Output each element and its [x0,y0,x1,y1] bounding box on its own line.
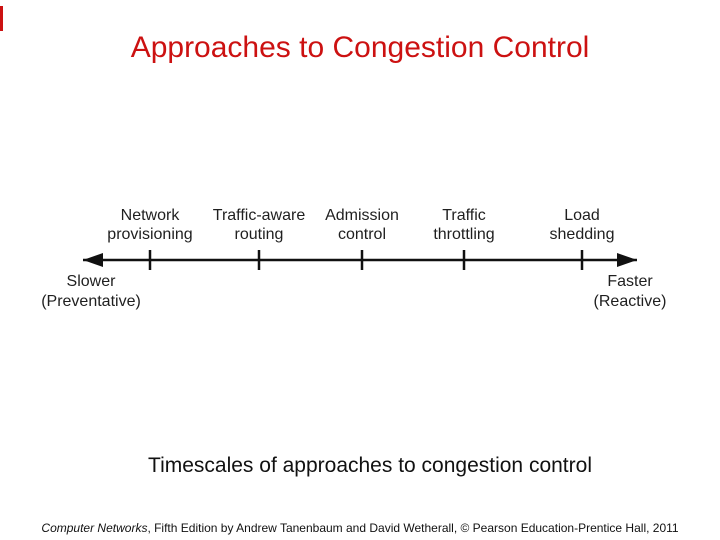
slide-accent-mark [0,6,3,31]
end-label-faster-reactive: Faster (Reactive) [545,272,715,312]
stage-label-admission-control: Admission control [297,206,427,244]
stage-label-network-provisioning: Network provisioning [85,206,215,244]
stage-label-line: routing [234,226,284,243]
stage-label-line: provisioning [107,226,193,243]
stage-label-line: Traffic-aware [212,207,306,224]
stage-label-line: Load [564,207,600,224]
book-title: Computer Networks [41,521,148,535]
right-arrowhead-icon [617,253,637,267]
end-label-line: Faster [607,273,653,290]
left-arrowhead-icon [83,253,103,267]
figure-caption: Timescales of approaches to congestion c… [148,454,592,477]
stage-label-line: throttling [433,226,495,243]
stage-label-traffic-aware-routing: Traffic-aware routing [194,206,324,244]
slide-title: Approaches to Congestion Control [130,31,590,64]
stage-label-line: Admission [325,207,399,224]
end-label-line: (Preventative) [41,293,141,310]
stage-label-line: Traffic [442,207,486,224]
end-label-line: (Reactive) [593,293,667,310]
stage-label-line: shedding [549,226,615,243]
stage-label-line: Network [120,207,180,224]
end-label-slower-preventative: Slower (Preventative) [6,272,176,312]
end-label-line: Slower [66,273,116,290]
attribution-footer: Computer Networks, Fifth Edition by Andr… [0,521,720,536]
timeline-arrow [83,250,637,270]
stage-label-line: control [337,226,387,243]
attribution-credits: , Fifth Edition by Andrew Tanenbaum and … [147,521,679,535]
stage-label-load-shedding: Load shedding [517,206,647,244]
stage-label-traffic-throttling: Traffic throttling [399,206,529,244]
